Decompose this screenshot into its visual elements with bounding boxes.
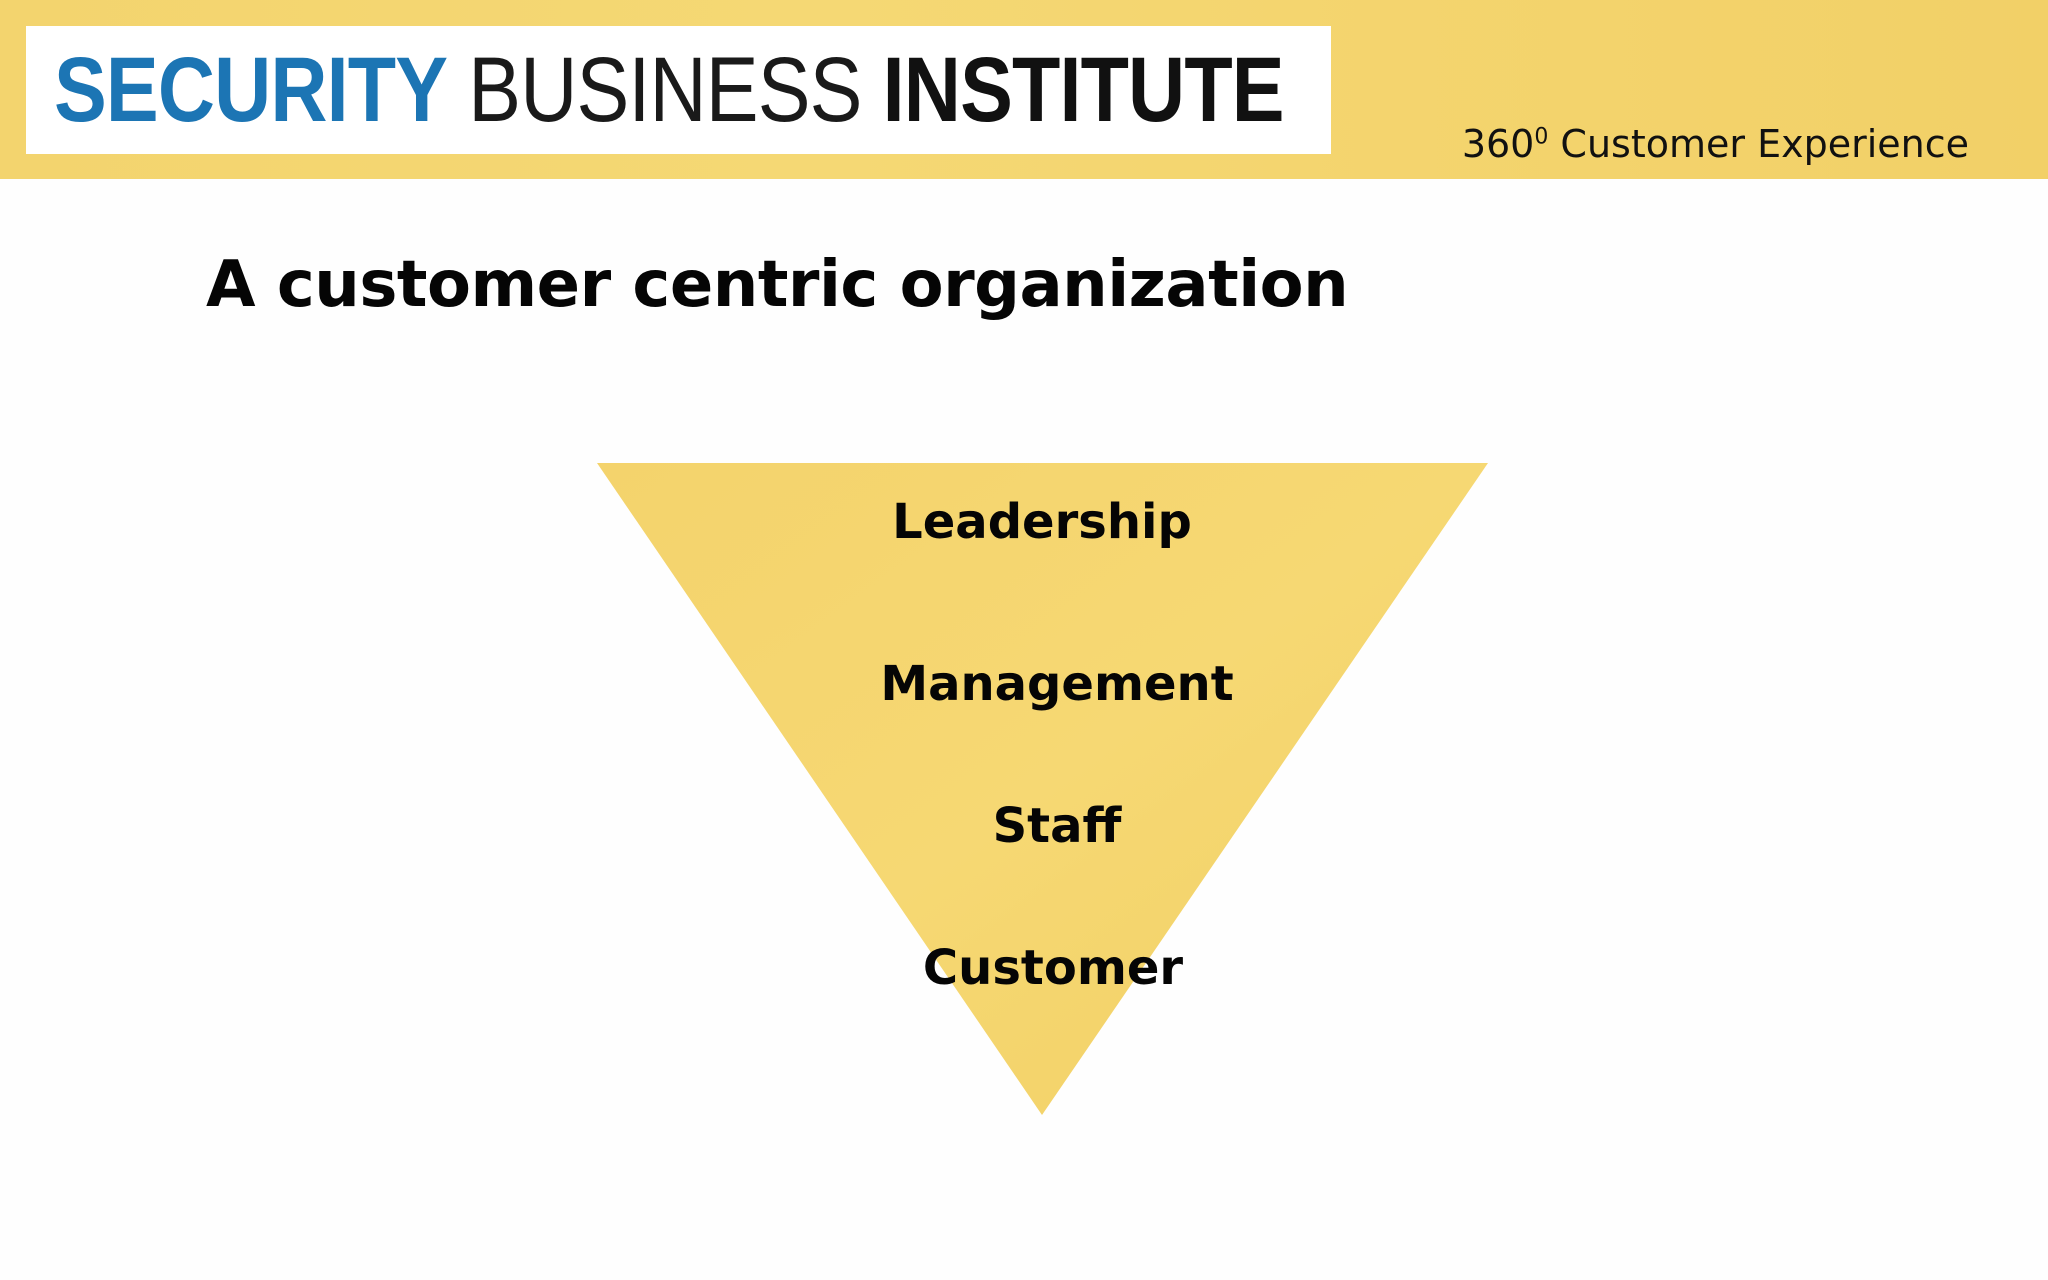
pyramid-level-customer: Customer: [922, 940, 1184, 996]
pyramid-level-leadership: Leadership: [892, 494, 1192, 550]
subtitle-superscript: 0: [1534, 124, 1549, 150]
logo-word-institute: INSTITUTE: [882, 39, 1285, 141]
logo-word-security: SECURITY: [54, 39, 448, 141]
logo-word-business: BUSINESS: [468, 39, 862, 141]
pyramid-level-management: Management: [880, 656, 1234, 712]
logo-text: SECURITY BUSINESS INSTITUTE: [54, 44, 1285, 136]
logo: SECURITY BUSINESS INSTITUTE: [26, 26, 1331, 154]
subtitle-prefix: 360: [1461, 122, 1535, 166]
header-subtitle: 3600 Customer Experience: [1462, 122, 1969, 166]
page-title: A customer centric organization: [206, 248, 1349, 322]
subtitle-suffix: Customer Experience: [1548, 122, 1969, 166]
pyramid-level-staff: Staff: [992, 798, 1122, 854]
pyramid-triangle: [597, 463, 1488, 1115]
